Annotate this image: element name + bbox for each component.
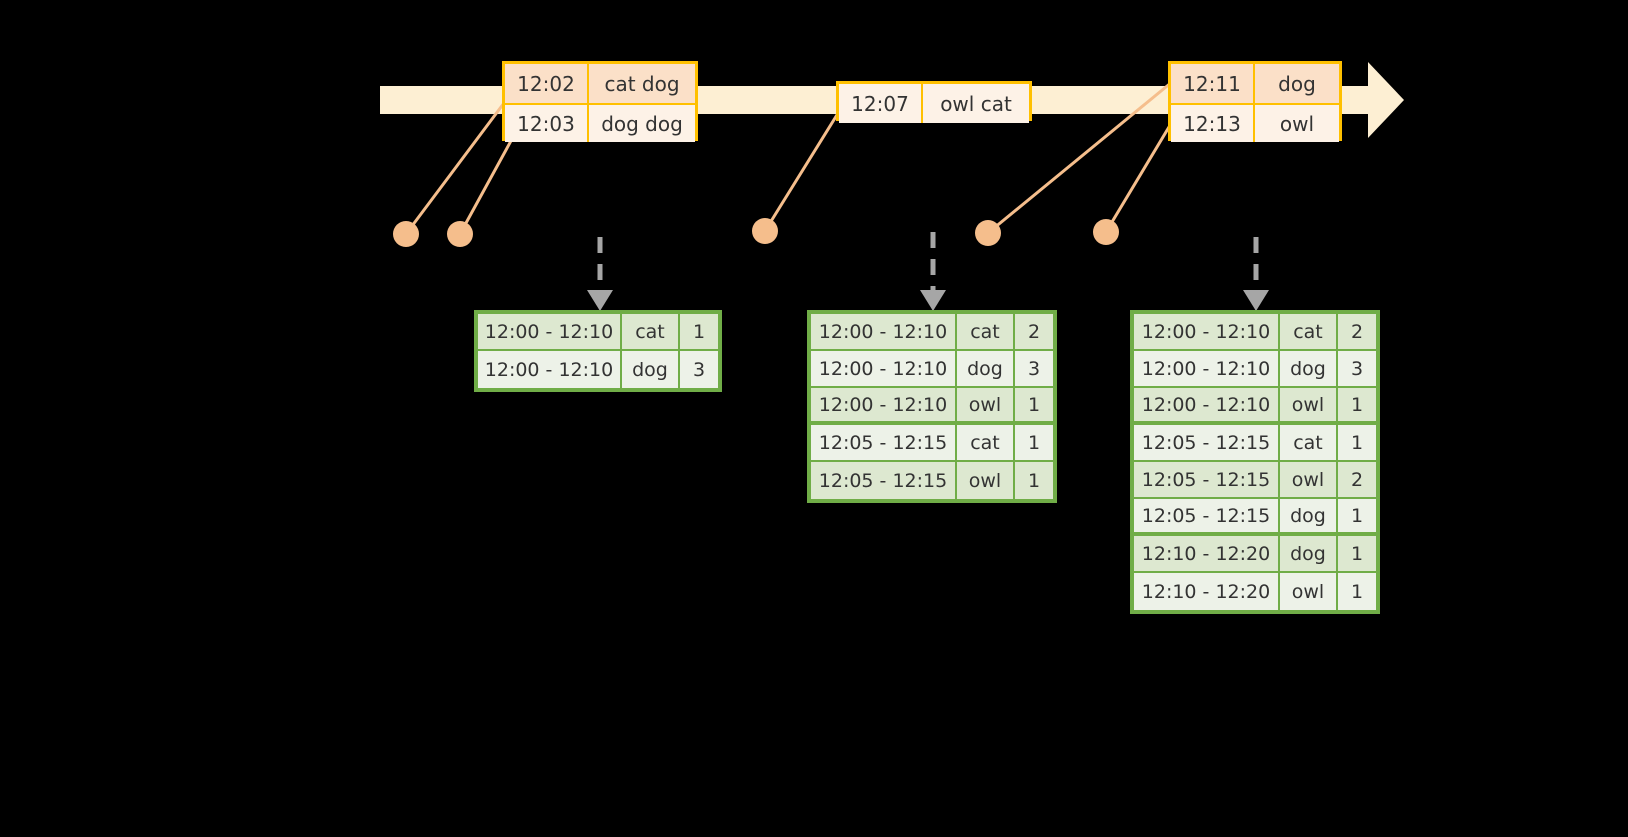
event-row: 12:03 dog dog <box>505 103 695 142</box>
connector-line-5 <box>1104 120 1174 234</box>
cell-word: dog <box>1280 536 1338 571</box>
cell-word: cat <box>957 314 1015 349</box>
connector-dot-5 <box>1093 219 1119 245</box>
cell-window: 12:00 - 12:10 <box>1134 314 1280 349</box>
cell-window: 12:00 - 12:10 <box>811 351 957 386</box>
cell-window: 12:05 - 12:15 <box>1134 499 1280 532</box>
cell-word: owl <box>957 388 1015 421</box>
connector-line-2 <box>458 126 520 236</box>
cell-count: 1 <box>1338 536 1376 571</box>
cell-word: owl <box>1280 388 1338 421</box>
cell-count: 3 <box>1338 351 1376 386</box>
cell-word: dog <box>957 351 1015 386</box>
table-row: 12:00 - 12:10 cat 2 <box>1134 314 1376 351</box>
cell-word: dog <box>1280 351 1338 386</box>
cell-word: cat <box>622 314 680 349</box>
cell-count: 1 <box>1338 388 1376 421</box>
events-box-1: 12:02 cat dog 12:03 dog dog <box>502 61 698 142</box>
dashed-arrow-heads <box>587 290 1269 311</box>
cell-count: 1 <box>1338 573 1376 610</box>
connector-dot-2 <box>447 221 473 247</box>
table-row: 12:00 - 12:10 dog 3 <box>811 351 1053 388</box>
result-table-1: 12:00 - 12:10 cat 1 12:00 - 12:10 dog 3 <box>474 310 722 392</box>
event-row: 12:11 dog <box>1171 64 1339 103</box>
cell-count: 1 <box>680 314 718 349</box>
table-row: 12:05 - 12:15 dog 1 <box>1134 499 1376 536</box>
cell-count: 3 <box>680 351 718 388</box>
table-row: 12:00 - 12:10 owl 1 <box>1134 388 1376 425</box>
cell-word: owl <box>957 462 1015 499</box>
cell-count: 2 <box>1338 314 1376 349</box>
cell-count: 1 <box>1338 425 1376 460</box>
events-box-2: 12:07 owl cat <box>836 81 1032 123</box>
dashed-arrows <box>597 232 1259 292</box>
connector-dots <box>393 218 1119 247</box>
result-table-2: 12:00 - 12:10 cat 2 12:00 - 12:10 dog 3 … <box>807 310 1057 503</box>
events-box-3: 12:11 dog 12:13 owl <box>1168 61 1342 142</box>
event-time: 12:02 <box>505 64 589 103</box>
table-row: 12:05 - 12:15 owl 1 <box>811 462 1053 499</box>
table-row: 12:00 - 12:10 dog 3 <box>478 351 718 388</box>
cell-window: 12:00 - 12:10 <box>1134 351 1280 386</box>
event-words: owl cat <box>923 84 1029 123</box>
dashed-arrow-head-1 <box>587 290 613 311</box>
cell-window: 12:00 - 12:10 <box>478 351 622 388</box>
cell-count: 2 <box>1015 314 1053 349</box>
event-time: 12:13 <box>1171 105 1255 142</box>
cell-window: 12:10 - 12:20 <box>1134 573 1280 610</box>
table-row: 12:00 - 12:10 cat 1 <box>478 314 718 351</box>
cell-word: cat <box>957 425 1015 460</box>
connector-line-1 <box>404 101 506 236</box>
cell-count: 1 <box>1338 499 1376 532</box>
cell-count: 1 <box>1015 462 1053 499</box>
table-row: 12:00 - 12:10 dog 3 <box>1134 351 1376 388</box>
cell-count: 3 <box>1015 351 1053 386</box>
table-row: 12:05 - 12:15 owl 2 <box>1134 462 1376 499</box>
cell-count: 1 <box>1015 425 1053 460</box>
cell-window: 12:05 - 12:15 <box>1134 462 1280 497</box>
cell-window: 12:05 - 12:15 <box>811 425 957 460</box>
result-table-3: 12:00 - 12:10 cat 2 12:00 - 12:10 dog 3 … <box>1130 310 1380 614</box>
connector-dot-1 <box>393 221 419 247</box>
cell-count: 1 <box>1015 388 1053 421</box>
event-row: 12:02 cat dog <box>505 64 695 103</box>
cell-word: cat <box>1280 314 1338 349</box>
cell-word: cat <box>1280 425 1338 460</box>
event-row: 12:13 owl <box>1171 103 1339 142</box>
cell-window: 12:00 - 12:10 <box>478 314 622 349</box>
event-time: 12:07 <box>839 84 923 123</box>
connector-dot-4 <box>975 220 1001 246</box>
event-time: 12:11 <box>1171 64 1255 103</box>
cell-word: owl <box>1280 462 1338 497</box>
cell-word: owl <box>1280 573 1338 610</box>
cell-word: dog <box>622 351 680 388</box>
event-words: cat dog <box>589 64 695 103</box>
table-row: 12:00 - 12:10 owl 1 <box>811 388 1053 425</box>
cell-count: 2 <box>1338 462 1376 497</box>
cell-window: 12:00 - 12:10 <box>811 388 957 421</box>
event-words: dog dog <box>589 105 695 142</box>
cell-word: dog <box>1280 499 1338 532</box>
table-row: 12:00 - 12:10 cat 2 <box>811 314 1053 351</box>
event-row: 12:07 owl cat <box>839 84 1029 123</box>
connector-line-3 <box>763 108 842 233</box>
event-time: 12:03 <box>505 105 589 142</box>
table-row: 12:05 - 12:15 cat 1 <box>811 425 1053 462</box>
table-row: 12:05 - 12:15 cat 1 <box>1134 425 1376 462</box>
dashed-arrow-head-3 <box>1243 290 1269 311</box>
cell-window: 12:00 - 12:10 <box>811 314 957 349</box>
table-row: 12:10 - 12:20 dog 1 <box>1134 536 1376 573</box>
event-words: owl <box>1255 105 1339 142</box>
cell-window: 12:10 - 12:20 <box>1134 536 1280 571</box>
event-words: dog <box>1255 64 1339 103</box>
cell-window: 12:05 - 12:15 <box>811 462 957 499</box>
cell-window: 12:00 - 12:10 <box>1134 388 1280 421</box>
cell-window: 12:05 - 12:15 <box>1134 425 1280 460</box>
dashed-arrow-head-2 <box>920 290 946 311</box>
connector-dot-3 <box>752 218 778 244</box>
table-row: 12:10 - 12:20 owl 1 <box>1134 573 1376 610</box>
